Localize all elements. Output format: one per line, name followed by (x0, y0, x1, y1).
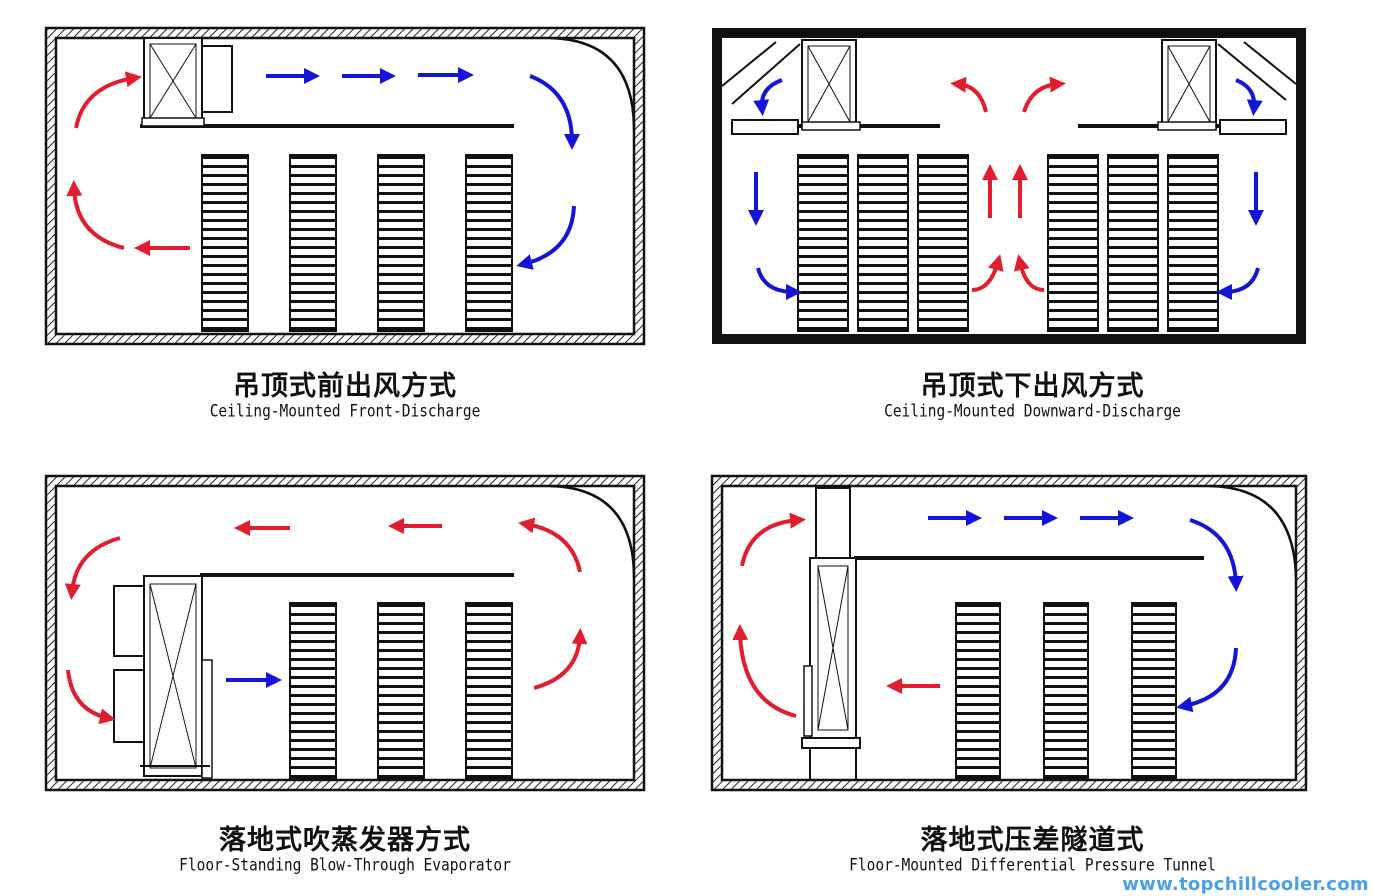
product-racks (289, 602, 513, 780)
diagram-title-zh: 吊顶式前出风方式 (233, 371, 457, 402)
diagram-title-zh: 落地式压差隧道式 (920, 825, 1145, 856)
site-watermark: www.topchillcooler.com (1122, 874, 1369, 895)
diagram-title-zh: 吊顶式下出风方式 (920, 371, 1145, 402)
product-racks (797, 154, 1219, 332)
room-wall (710, 474, 1308, 792)
diagram-ceiling-downward-discharge: 吊顶式下出风方式 Ceiling-Mounted Downward-Discha… (690, 0, 1375, 440)
diagram-floor-blow-through: 落地式吹蒸发器方式 Floor-Standing Blow-Through Ev… (0, 448, 690, 896)
room-plan-ceiling-front (44, 26, 646, 346)
room-plan-floor-blow-through (44, 474, 646, 792)
evaporator-unit-left (731, 39, 861, 135)
room-wall (44, 474, 646, 792)
warm-airflow-arrows (64, 517, 588, 725)
warm-airflow-arrows (732, 512, 940, 718)
diagram-title-en: Floor-Standing Blow-Through Evaporator (179, 856, 511, 876)
corner-baffle (549, 36, 636, 131)
diagram-title-en: Floor-Mounted Differential Pressure Tunn… (849, 856, 1216, 876)
diagram-title-zh: 落地式吹蒸发器方式 (219, 825, 471, 856)
warm-airflow-arrows (66, 71, 190, 256)
cold-airflow-arrows (266, 67, 580, 270)
corner-baffle (1209, 484, 1298, 579)
cold-airflow-arrows (928, 510, 1244, 713)
warm-airflow-arrows (950, 76, 1066, 292)
evaporator-unit (141, 37, 233, 127)
product-racks (201, 154, 513, 332)
room-plan-floor-pressure-tunnel (710, 474, 1308, 792)
diagram-title-en: Ceiling-Mounted Downward-Discharge (884, 402, 1181, 422)
corner-baffle (549, 484, 636, 579)
cold-airflow-arrows (748, 78, 1264, 300)
room-wall (44, 26, 646, 346)
floor-evaporator-unit (801, 487, 861, 780)
evaporator-unit-right (1157, 39, 1287, 135)
floor-evaporator-unit (113, 575, 213, 779)
diagram-ceiling-front-discharge: 吊顶式前出风方式 Ceiling-Mounted Front-Discharge (0, 0, 690, 440)
diagram-floor-pressure-tunnel: 落地式压差隧道式 Floor-Mounted Differential Pres… (690, 448, 1375, 896)
product-racks (955, 602, 1177, 780)
diagram-title-en: Ceiling-Mounted Front-Discharge (209, 402, 481, 422)
room-plan-ceiling-downward (712, 28, 1306, 344)
